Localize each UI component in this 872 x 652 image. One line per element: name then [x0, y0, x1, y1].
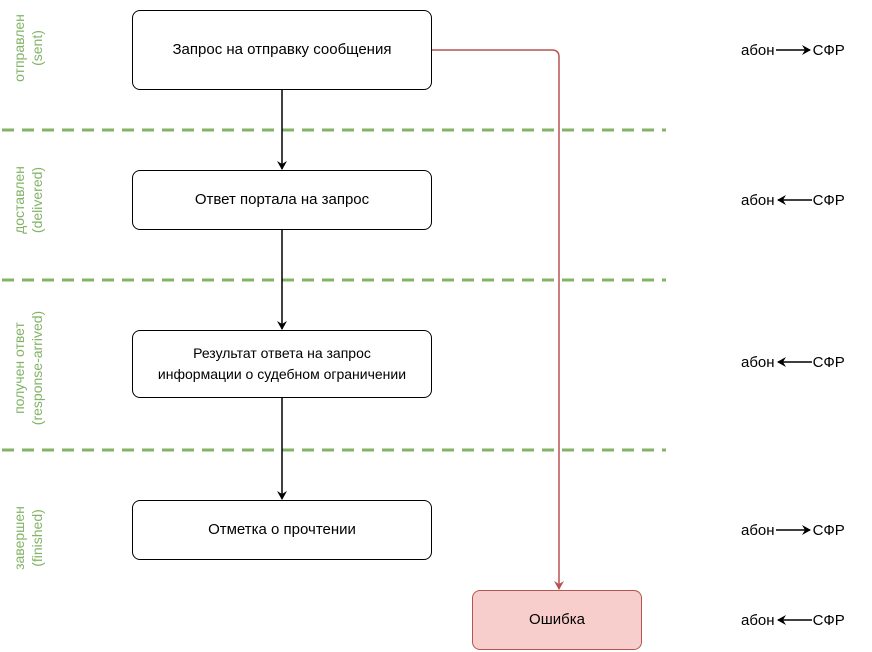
- arrow-right-icon: [775, 524, 812, 536]
- direction-delivered: абон СФР: [741, 191, 845, 209]
- step-portal-response: Ответ портала на запрос: [132, 170, 432, 230]
- arrow-right-icon: [775, 44, 812, 56]
- step-read-mark: Отметка о прочтении: [132, 500, 432, 560]
- direction-sent: абон СФР: [741, 41, 845, 59]
- stage-label: получен ответ(response-arrived): [11, 310, 45, 426]
- error-box: Ошибка: [472, 590, 642, 650]
- error-connector-arrow: [432, 49, 564, 590]
- arrow-left-icon: [776, 356, 812, 368]
- direction-response-arrived: абон СФР: [741, 353, 845, 371]
- stage-label: завершен(finished): [11, 506, 45, 570]
- arrow-left-icon: [776, 614, 812, 626]
- stage-label: доставлен(delivered): [11, 166, 45, 234]
- direction-finished: абон СФР: [741, 521, 845, 539]
- arrow-left-icon: [776, 194, 812, 206]
- stage-label: отправлен(sent): [11, 14, 45, 82]
- direction-error: абон СФР: [741, 611, 845, 629]
- step-send-request: Запрос на отправку сообщения: [132, 10, 432, 90]
